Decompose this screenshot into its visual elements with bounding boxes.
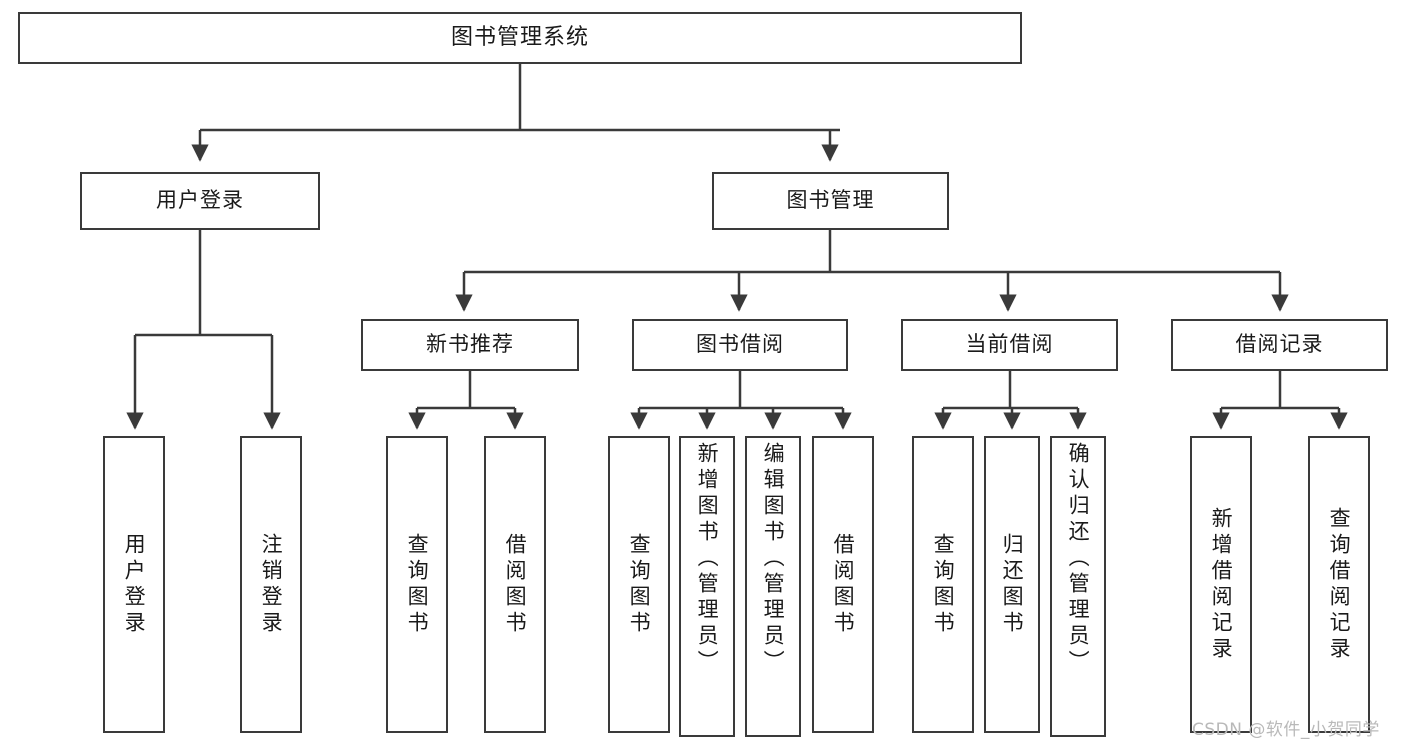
- node-leaf-0[interactable]: 用户登录: [103, 436, 165, 733]
- node-level2-0[interactable]: 用户登录: [80, 172, 320, 230]
- node-leaf-7[interactable]: 借阅图书: [812, 436, 874, 733]
- node-leaf-10[interactable]: 确认归还（管理员）: [1050, 436, 1106, 737]
- node-leaf-8[interactable]: 查询图书: [912, 436, 974, 733]
- node-leaf-12[interactable]: 查询借阅记录: [1308, 436, 1370, 733]
- node-level3-2[interactable]: 当前借阅: [901, 319, 1118, 371]
- watermark: CSDN @软件_小贺同学: [1192, 720, 1380, 740]
- node-leaf-3[interactable]: 借阅图书: [484, 436, 546, 733]
- node-level3-0[interactable]: 新书推荐: [361, 319, 579, 371]
- node-level3-1[interactable]: 图书借阅: [632, 319, 848, 371]
- node-leaf-4[interactable]: 查询图书: [608, 436, 670, 733]
- node-leaf-2[interactable]: 查询图书: [386, 436, 448, 733]
- node-level2-1[interactable]: 图书管理: [712, 172, 949, 230]
- node-leaf-5[interactable]: 新增图书（管理员）: [679, 436, 735, 737]
- node-leaf-1[interactable]: 注销登录: [240, 436, 302, 733]
- node-leaf-11[interactable]: 新增借阅记录: [1190, 436, 1252, 733]
- node-level3-3[interactable]: 借阅记录: [1171, 319, 1388, 371]
- node-root[interactable]: 图书管理系统: [18, 12, 1022, 64]
- node-leaf-6[interactable]: 编辑图书（管理员）: [745, 436, 801, 737]
- node-leaf-9[interactable]: 归还图书: [984, 436, 1040, 733]
